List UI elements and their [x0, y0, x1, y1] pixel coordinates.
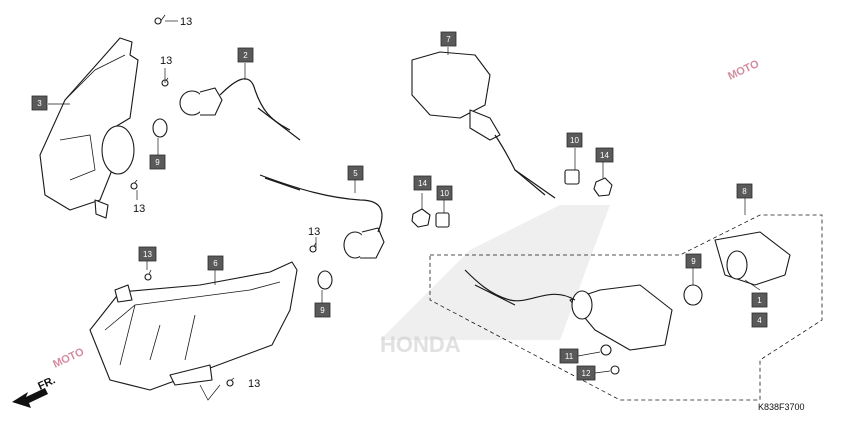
turn-signal-assembly-part-8 — [429, 214, 823, 401]
callout-9-a: 9 — [149, 154, 166, 170]
bulb-parts — [152, 118, 703, 306]
svg-text:9: 9 — [320, 306, 325, 315]
svg-text:9: 9 — [155, 158, 160, 167]
svg-text:12: 12 — [582, 369, 591, 378]
callout-2: 2 — [237, 47, 254, 63]
callouts: 1 2 3 4 5 6 7 8 9 9 9 10 10 11 12 13 14 … — [31, 31, 768, 381]
callout-7: 7 — [440, 31, 457, 47]
diagram-code: K838F3700 — [758, 402, 805, 412]
callout-14-b: 14 — [595, 147, 614, 163]
label-13-e: 13 — [248, 378, 260, 390]
svg-text:14: 14 — [600, 151, 609, 160]
callout-4: 4 — [751, 312, 768, 328]
callout-8: 8 — [736, 183, 753, 199]
svg-text:1: 1 — [757, 296, 762, 305]
watermark-moto-left: MOTO — [51, 346, 86, 371]
callout-9-b: 9 — [314, 302, 331, 318]
callout-13-box: 13 — [138, 246, 157, 262]
turn-signal-part-7 — [411, 51, 556, 199]
front-direction-marker: FR. — [12, 374, 57, 408]
svg-text:3: 3 — [37, 99, 42, 108]
callout-6: 6 — [207, 255, 224, 271]
callout-3: 3 — [31, 95, 48, 111]
svg-text:5: 5 — [353, 169, 358, 178]
svg-text:13: 13 — [143, 250, 152, 259]
headlight-part-6 — [89, 261, 298, 391]
front-label: FR. — [36, 374, 57, 392]
callout-11: 11 — [559, 348, 579, 364]
watermark-brand: HONDA — [380, 332, 461, 357]
headlight-bracket-part-3 — [39, 37, 139, 219]
hardware-parts — [411, 169, 620, 375]
callout-10-b: 10 — [436, 185, 453, 201]
callout-14-a: 14 — [413, 175, 432, 191]
socket-wire-part-2 — [179, 78, 301, 141]
svg-text:8: 8 — [742, 187, 747, 196]
socket-wire-part-5 — [259, 174, 385, 259]
callout-10-a: 10 — [566, 132, 583, 148]
svg-text:2: 2 — [243, 51, 248, 60]
callout-1: 1 — [751, 292, 768, 308]
callout-12: 12 — [576, 365, 596, 381]
watermark-moto-right: MOTO — [726, 58, 761, 83]
svg-text:11: 11 — [565, 352, 574, 361]
label-13-c: 13 — [133, 203, 145, 215]
label-13-d: 13 — [308, 226, 320, 238]
label-13-b: 13 — [160, 55, 172, 67]
svg-text:10: 10 — [570, 136, 579, 145]
leader-lines — [48, 20, 761, 401]
svg-text:4: 4 — [757, 316, 762, 325]
screw-labels: 13 13 13 13 13 — [133, 16, 320, 390]
screw-parts — [130, 14, 317, 387]
svg-text:7: 7 — [446, 35, 451, 44]
label-13-a: 13 — [180, 16, 192, 28]
svg-text:10: 10 — [440, 189, 449, 198]
callout-9-c: 9 — [685, 253, 702, 269]
svg-text:9: 9 — [691, 257, 696, 266]
svg-text:14: 14 — [418, 179, 427, 188]
callout-5: 5 — [347, 165, 364, 181]
svg-text:6: 6 — [213, 259, 218, 268]
